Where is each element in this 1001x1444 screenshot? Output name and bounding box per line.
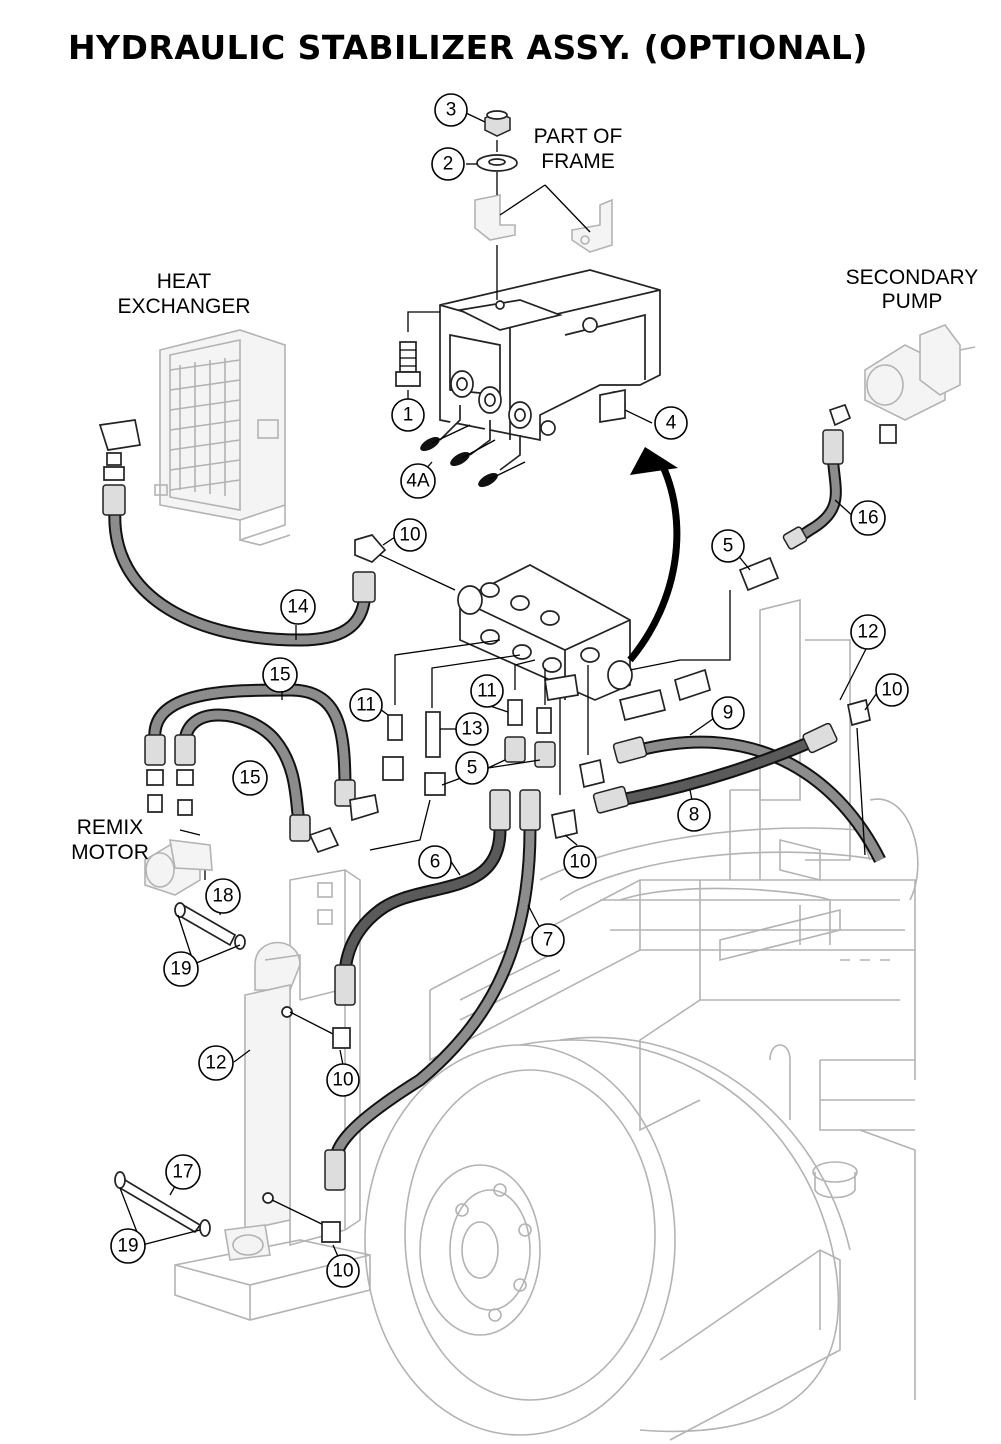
callout-17: 17 [165, 1154, 201, 1190]
callout-18-text: 18 [212, 886, 233, 907]
heat-exchanger-fittings [98, 419, 142, 481]
callout-12-bottom: 12 [198, 1045, 234, 1081]
callout-10-lower-text: 10 [332, 1070, 353, 1091]
callout-10-top-text: 10 [399, 525, 420, 546]
callout-3: 3 [434, 93, 468, 127]
secondary-pump-label: SECONDARY PUMP [846, 266, 979, 313]
callout-10-bottom-text: 10 [332, 1261, 353, 1282]
callout-8-text: 8 [689, 805, 700, 826]
callout-9: 9 [711, 696, 745, 730]
callout-6: 6 [418, 845, 452, 879]
remix-motor-line-1: REMIX [77, 816, 144, 839]
secondary-pump-line-1: SECONDARY [846, 266, 979, 289]
callout-6-text: 6 [430, 852, 441, 873]
secondary-pump [828, 324, 976, 444]
stabilizer-cylinder [224, 941, 351, 1261]
pins [114, 902, 246, 1237]
hose-16 [738, 429, 844, 592]
callout-4-text: 4 [666, 413, 677, 434]
callout-12-top-text: 12 [857, 622, 878, 643]
remix-motor-label: REMIX MOTOR [71, 816, 149, 864]
hose-8 [592, 698, 871, 856]
part-of-frame-label: PART OF FRAME [534, 125, 623, 173]
hose-6 [334, 789, 511, 1006]
callout-10-lower: 10 [326, 1063, 360, 1097]
callout-4: 4 [654, 406, 688, 440]
callout-11-left: 11 [349, 688, 383, 722]
callout-19-bottom-text: 19 [117, 1236, 138, 1257]
callout-4a: 4A [400, 463, 436, 499]
callout-10-mid: 10 [563, 845, 597, 879]
callout-19-top: 19 [163, 951, 199, 987]
remix-motor-line-2: MOTOR [71, 841, 149, 864]
callout-16-text: 16 [857, 508, 878, 529]
callout-15-bottom-text: 15 [239, 768, 260, 789]
callout-14: 14 [280, 589, 316, 625]
callout-10-top: 10 [393, 518, 427, 552]
callout-12-bottom-text: 12 [205, 1053, 226, 1074]
callout-19-top-text: 19 [170, 959, 191, 980]
callout-11-left-text: 11 [356, 695, 376, 716]
hose-7 [324, 789, 541, 1191]
callout-7-text: 7 [543, 930, 554, 951]
callout-1-text: 1 [403, 405, 414, 426]
callout-15-top: 15 [262, 657, 298, 693]
heat-exchanger-line-1: HEAT [157, 270, 212, 293]
assembly-lines [179, 554, 731, 880]
callout-15-top-text: 15 [269, 665, 290, 686]
callout-10-right-text: 10 [881, 680, 902, 701]
callout-5-mid: 5 [455, 751, 489, 785]
hoses-15 [144, 683, 446, 854]
callout-5-right-text: 5 [723, 536, 734, 557]
callout-2-text: 2 [443, 154, 454, 175]
part-of-frame-line-2: FRAME [541, 150, 615, 173]
callout-10-mid-text: 10 [569, 852, 590, 873]
truck-frame-ghost [174, 598, 919, 1441]
frame-brackets [474, 194, 613, 253]
callout-19-bottom: 19 [110, 1228, 146, 1264]
control-valve [420, 269, 661, 487]
callout-7: 7 [531, 923, 565, 957]
heat-exchanger-label: HEAT EXCHANGER [117, 270, 250, 318]
callout-11-mid: 11 [470, 674, 504, 708]
heat-exchanger [154, 329, 291, 546]
diagram-title: HYDRAULIC STABILIZER ASSY. (OPTIONAL) [68, 28, 868, 67]
assembly-arrow [627, 447, 681, 663]
callout-17-text: 17 [172, 1162, 193, 1183]
callout-10-bottom: 10 [326, 1254, 360, 1288]
callout-12-top: 12 [850, 614, 886, 650]
mount-hardware [395, 110, 518, 387]
callout-3-text: 3 [446, 100, 457, 121]
callout-2: 2 [431, 147, 465, 181]
callout-18: 18 [205, 878, 241, 914]
remix-motor [144, 794, 213, 896]
callout-16: 16 [850, 500, 886, 536]
part-of-frame-line-1: PART OF [534, 125, 623, 148]
callout-9-text: 9 [723, 703, 734, 724]
callout-5-right: 5 [711, 529, 745, 563]
manifold-fittings [387, 668, 712, 840]
callout-13-text: 13 [461, 719, 482, 740]
callout-8: 8 [677, 798, 711, 832]
callout-11-mid-text: 11 [477, 681, 497, 702]
secondary-pump-line-2: PUMP [882, 290, 943, 313]
callout-13: 13 [455, 712, 489, 746]
callout-1: 1 [391, 398, 425, 432]
callout-10-right: 10 [875, 673, 909, 707]
callout-5-mid-text: 5 [467, 758, 478, 779]
hose-14 [102, 484, 387, 647]
callout-15-bottom: 15 [232, 760, 268, 796]
heat-exchanger-line-2: EXCHANGER [117, 295, 250, 318]
callout-14-text: 14 [287, 597, 309, 618]
callout-4a-text: 4A [406, 471, 430, 492]
hose-9 [612, 735, 886, 863]
